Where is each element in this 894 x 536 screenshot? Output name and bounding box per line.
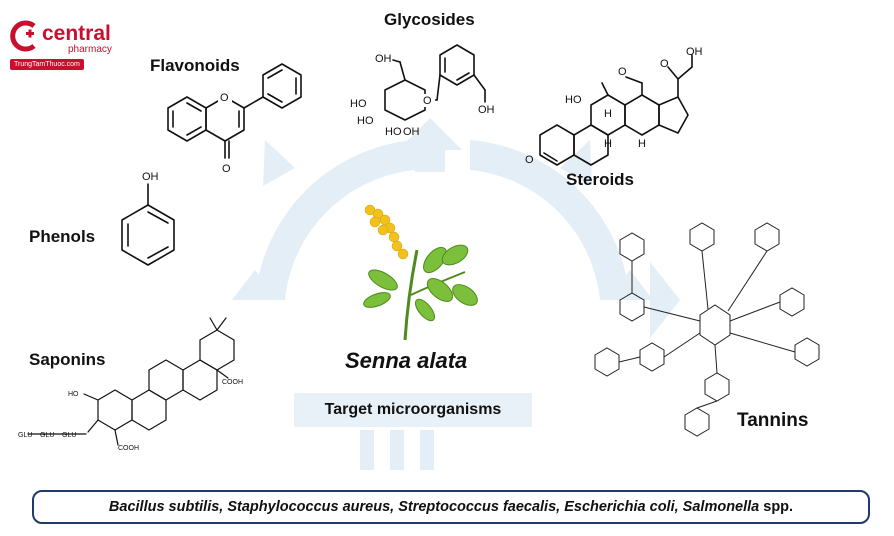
logo-brand: central (42, 22, 111, 45)
steroid-o-2: O (618, 66, 627, 78)
glycoside-ho-3: HO (385, 126, 402, 138)
target-microorganisms-box: Target microorganisms (294, 393, 532, 427)
tannins-structure (594, 222, 820, 437)
glycoside-oh-3: OH (478, 104, 495, 116)
saponin-cooh-2: COOH (118, 445, 139, 452)
steroid-h-3: H (638, 138, 646, 150)
saponin-glu-1: GLU (18, 432, 32, 439)
flavonoids-structure: O O (167, 63, 302, 175)
organisms-box: Bacillus subtilis, Staphylococcus aureus… (32, 490, 870, 524)
phenols-structure: OH (121, 171, 175, 266)
glycosides-label: Glycosides (384, 10, 475, 29)
glycoside-ho-1: HO (350, 98, 367, 110)
logo-sub: pharmacy (68, 44, 112, 55)
glycoside-ho-2: HO (357, 115, 374, 127)
steroids-label: Steroids (566, 170, 635, 189)
phenols-label: Phenols (29, 227, 96, 246)
steroid-o-1: O (525, 154, 534, 166)
tannins-label: Tannins (737, 410, 809, 431)
steroid-oh: OH (686, 46, 703, 58)
logo: central pharmacy TrungTamThuoc.com (8, 14, 118, 70)
logo-url: TrungTamThuoc.com (10, 59, 84, 70)
steroids-structure: O HO O O OH H H H (525, 46, 703, 166)
organisms-suffix: spp. (759, 499, 794, 515)
organisms-list: Bacillus subtilis, Staphylococcus aureus… (108, 499, 760, 515)
saponin-glu-3: GLU (62, 432, 76, 439)
saponin-ho: HO (68, 391, 79, 398)
plant-name: Senna alata (345, 348, 468, 373)
steroid-h-2: H (604, 138, 612, 150)
steroid-h-1: H (604, 108, 612, 120)
saponins-structure: HO COOH COOH GLU GLU GLU (18, 317, 243, 452)
steroid-o-3: O (660, 58, 669, 70)
glycoside-oh-1: OH (375, 53, 392, 65)
glycosides-structure: O OH HO HO HO OH OH (350, 44, 495, 138)
flavonoids-label: Flavonoids (150, 56, 240, 75)
glycoside-oh-2: OH (403, 126, 420, 138)
glycoside-o-link: O (423, 95, 432, 107)
logo-mark-icon (10, 20, 36, 52)
saponin-cooh-1: COOH (222, 379, 243, 386)
flavonoid-o-atom: O (220, 92, 229, 104)
saponins-label: Saponins (29, 350, 106, 369)
plant-illustration (363, 204, 478, 341)
steroid-ho: HO (565, 94, 582, 106)
saponin-glu-2: GLU (40, 432, 54, 439)
flavonoid-o-ketone: O (222, 163, 231, 175)
phenol-oh: OH (142, 171, 159, 183)
